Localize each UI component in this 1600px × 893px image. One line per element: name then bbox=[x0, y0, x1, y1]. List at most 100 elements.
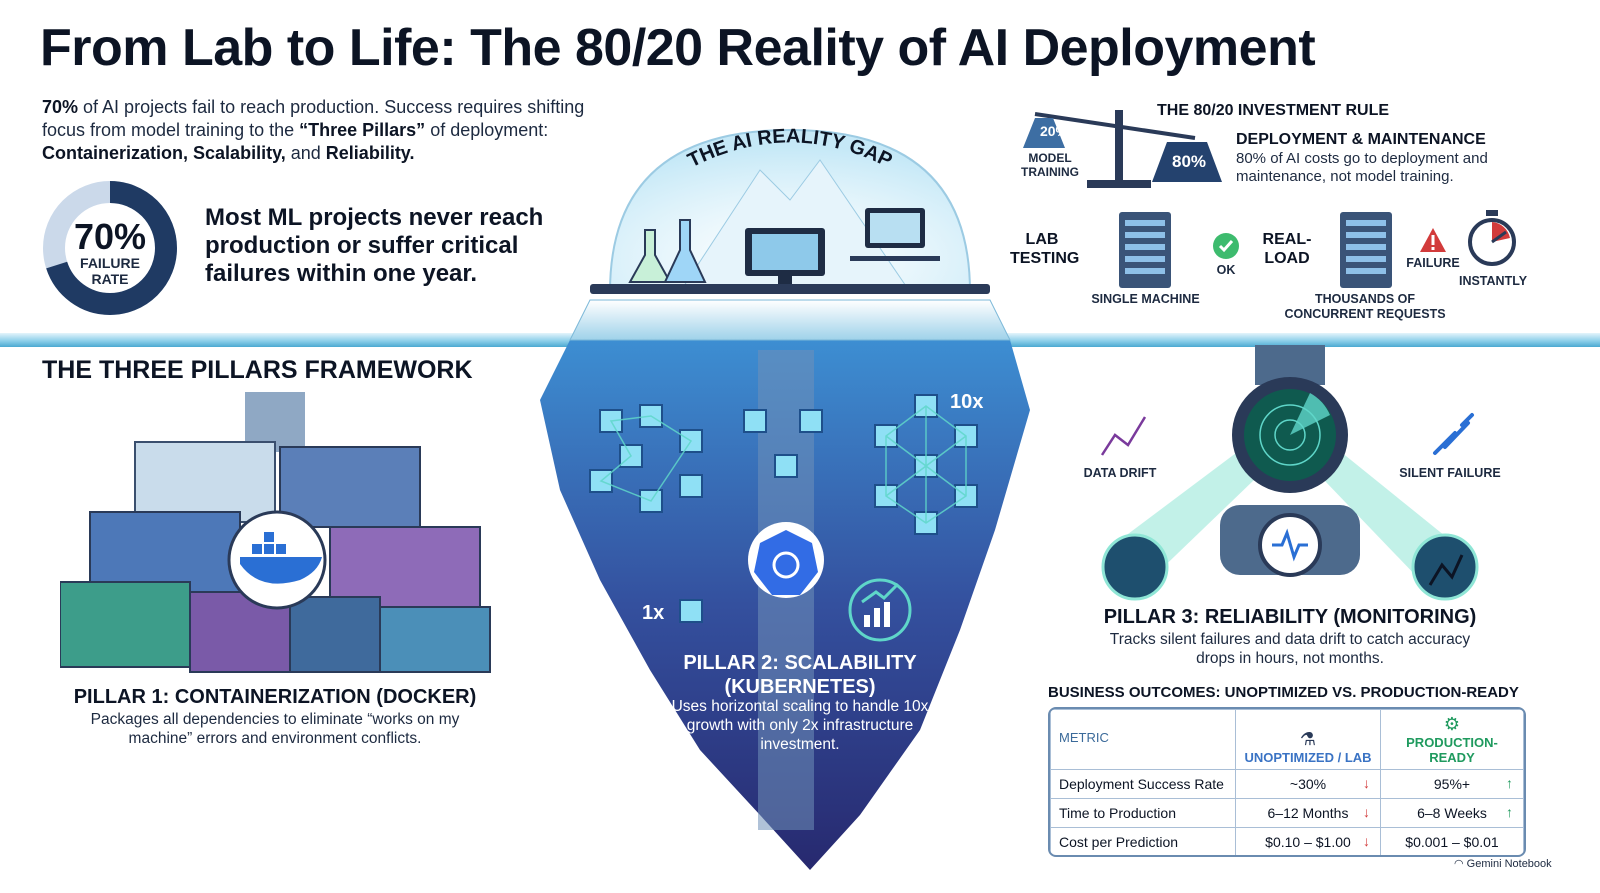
docker-crate bbox=[264, 532, 274, 542]
unoptimized-cell: 6–12 Months↓ bbox=[1235, 798, 1381, 828]
production-cell: 95%+ ↑ bbox=[1380, 769, 1524, 799]
training-percentage: 20% bbox=[1039, 123, 1069, 139]
scale-10x: 10x bbox=[950, 391, 983, 413]
model-training-label: MODEL TRAINING bbox=[1012, 151, 1088, 179]
intro-containerization: Containerization, bbox=[42, 143, 189, 163]
docker-crate bbox=[264, 544, 274, 554]
donut-percentage: 70% bbox=[73, 216, 147, 257]
brand-label: Gemini Notebook bbox=[1466, 858, 1552, 870]
ok-label: OK bbox=[1216, 263, 1236, 277]
single-machine-label: SINGLE MACHINE bbox=[1091, 292, 1200, 306]
model-training-label-2: TRAINING bbox=[1021, 165, 1079, 179]
server-slot bbox=[1125, 220, 1165, 226]
gear-check-icon: ⚙ bbox=[1443, 714, 1461, 734]
thousands-line-1: THOUSANDS OF bbox=[1315, 292, 1415, 306]
growth-line bbox=[861, 582, 900, 604]
intro-pct: 70% bbox=[42, 97, 79, 117]
pillars-heading: THE THREE PILLARS FRAMEWORK bbox=[42, 356, 473, 384]
light-beam-right bbox=[1300, 435, 1450, 580]
lab-testing-line-1: LAB bbox=[1025, 231, 1059, 248]
intro-text: 70% of AI projects fail to reach product… bbox=[42, 96, 602, 165]
table-row: Deployment Success Rate ~30%↓ 95%+↑ bbox=[1050, 769, 1524, 799]
silent-failure-label: SILENT FAILURE bbox=[1399, 466, 1501, 480]
arrow-up-icon: ↑ bbox=[1506, 804, 1513, 820]
col-production-label: PRODUCTION-READY bbox=[1406, 735, 1498, 765]
production-value: 95%+ bbox=[1433, 776, 1471, 792]
table-header-row: METRIC ⚗ UNOPTIMIZED / LAB ⚙ PRODUCTION-… bbox=[1050, 709, 1524, 770]
intro-text-2: of deployment: bbox=[425, 120, 549, 140]
donut-label-2: RATE bbox=[91, 271, 129, 287]
docker-crates bbox=[252, 532, 286, 554]
container-box bbox=[279, 446, 421, 528]
stopwatch-button bbox=[1486, 210, 1498, 216]
docker-crate bbox=[252, 544, 262, 554]
docker-containers-illustration bbox=[60, 392, 491, 673]
growth-bar bbox=[864, 615, 870, 627]
lab-platform bbox=[590, 284, 990, 294]
col-production: ⚙ PRODUCTION-READY bbox=[1380, 709, 1524, 770]
instantly-label: INSTANTLY bbox=[1458, 274, 1528, 288]
scale-beam bbox=[1034, 112, 1196, 140]
iceberg-illustration: THE AI REALITY GAP 10x bbox=[540, 125, 1030, 870]
server-rack-icon bbox=[1340, 212, 1392, 288]
pillar-2-title-line-1: PILLAR 2: SCALABILITY bbox=[683, 652, 917, 674]
intro-reliability: Reliability. bbox=[325, 143, 415, 163]
intro-scalability: Scalability, bbox=[193, 143, 286, 163]
investment-heading: THE 80/20 INVESTMENT RULE bbox=[1157, 102, 1390, 119]
docker-whale bbox=[240, 557, 322, 584]
server-slot bbox=[1346, 220, 1386, 226]
desktop-screen bbox=[870, 213, 920, 243]
container-box bbox=[134, 441, 276, 523]
production-cell: $0.001 – $0.01 bbox=[1380, 827, 1524, 855]
server-slot bbox=[1346, 268, 1386, 274]
failure-statement: Most ML projects never reach production … bbox=[205, 204, 544, 287]
scale-1x: 1x bbox=[642, 602, 664, 624]
server-slot bbox=[1346, 244, 1386, 250]
kubernetes-wheel bbox=[772, 551, 800, 579]
thousands-line-2: CONCURRENT REQUESTS bbox=[1284, 307, 1446, 321]
server-icon bbox=[1119, 212, 1171, 288]
desk bbox=[850, 256, 940, 261]
docker-crate bbox=[276, 544, 286, 554]
growth-bars bbox=[864, 602, 890, 627]
monitoring-illustration bbox=[1100, 345, 1479, 601]
container-box bbox=[89, 511, 241, 593]
pillar-3-title: PILLAR 3: RELIABILITY (MONITORING) bbox=[1103, 606, 1477, 628]
link-path bbox=[885, 405, 967, 524]
intro-and: and bbox=[285, 143, 326, 163]
deployment-heading: DEPLOYMENT & MAINTENANCE bbox=[1236, 131, 1486, 148]
pillar-1-description: Packages all dependencies to eliminate “… bbox=[90, 711, 460, 747]
server-slot bbox=[1125, 256, 1165, 262]
light-beam-left bbox=[1120, 435, 1280, 580]
metric-cell: Cost per Prediction bbox=[1050, 827, 1236, 855]
donut-arc bbox=[43, 181, 177, 315]
col-metric: METRIC bbox=[1050, 709, 1236, 770]
gemini-icon: ◠ bbox=[1454, 858, 1464, 870]
radar-ring bbox=[1259, 404, 1321, 466]
data-drift-label: DATA DRIFT bbox=[1083, 466, 1157, 480]
cube bbox=[679, 474, 703, 498]
unoptimized-cell: ~30%↓ bbox=[1235, 769, 1381, 799]
server-slots bbox=[1346, 220, 1386, 274]
server-slot bbox=[1125, 232, 1165, 238]
pulse-line bbox=[1272, 528, 1308, 562]
crack-mark bbox=[1428, 554, 1464, 586]
stopwatch-hand bbox=[1491, 230, 1507, 244]
data-drift-icon bbox=[1100, 416, 1147, 456]
production-cell: 6–8 Weeks↑ bbox=[1380, 798, 1524, 828]
unoptimized-value: ~30% bbox=[1289, 776, 1327, 792]
donut-label: FAILURE RATE bbox=[40, 255, 180, 287]
warning-dot bbox=[1431, 247, 1435, 250]
table-row: Time to Production 6–12 Months↓ 6–8 Week… bbox=[1050, 798, 1524, 828]
arrow-up-icon: ↑ bbox=[1506, 775, 1513, 791]
gemini-notebook-brand: ◠ Gemini Notebook bbox=[1454, 857, 1552, 870]
cube bbox=[679, 599, 703, 623]
table-row: Cost per Prediction $0.10 – $1.00↓ $0.00… bbox=[1050, 827, 1524, 855]
container-box bbox=[329, 526, 481, 608]
donut-label-1: FAILURE bbox=[80, 255, 140, 271]
cube bbox=[799, 409, 823, 433]
server-slot bbox=[1125, 268, 1165, 274]
weight-80 bbox=[1152, 142, 1222, 182]
server-slot bbox=[1346, 232, 1386, 238]
monitor-screen bbox=[752, 234, 818, 270]
